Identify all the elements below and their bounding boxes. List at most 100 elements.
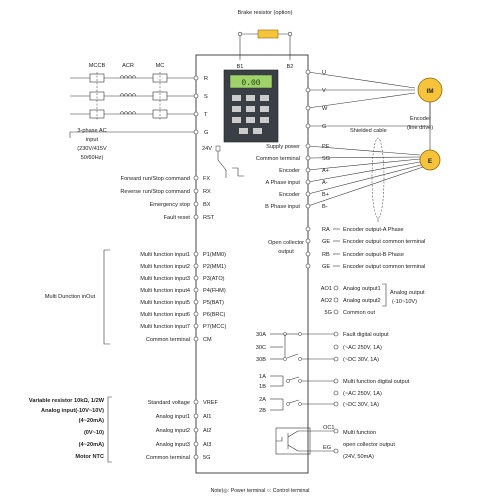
terminal-ao2: AO2	[321, 298, 332, 304]
terminal-rb: RB	[322, 252, 330, 258]
fault-relay	[270, 331, 339, 362]
terminal-2a: 2A	[259, 397, 266, 403]
fault-label2: (~AC 250V, 1A)	[343, 345, 382, 351]
terminal-a-minus: A-	[322, 180, 328, 186]
analog-in-note3: (4~20mA)	[79, 418, 104, 424]
terminal-s: S	[204, 94, 208, 100]
relay-label3: (~DC 30V, 1A)	[343, 402, 379, 408]
terminal-enc-sg: SG	[322, 156, 330, 162]
b2-terminal: B2	[287, 64, 294, 70]
terminal-p1: P1(MM0)	[203, 252, 226, 258]
ac-input-line2: input	[86, 137, 99, 143]
analog-in-note4: (0V~10)	[84, 430, 104, 436]
mi2-label: Multi function input2	[140, 264, 190, 270]
acr-label: ACR	[122, 63, 134, 69]
terminal-b-plus: B+	[322, 192, 329, 198]
terminal-rst: RST	[203, 215, 215, 221]
analog-in-note6: Motor NTC	[75, 454, 104, 460]
motor-output-lines	[305, 69, 431, 129]
terminal-ge1: GE	[322, 239, 330, 245]
footnote: Note)◎: Power terminal ○: Control termin…	[211, 488, 310, 494]
ai1-label: Analog input1	[156, 414, 190, 420]
ao-common-label: Common out	[343, 310, 375, 316]
terminal-r: R	[204, 76, 208, 82]
terminal-pe: PE	[322, 144, 330, 150]
terminal-1b: 1B	[259, 384, 266, 390]
ai3-label: Analog input3	[156, 442, 190, 448]
terminal-30c: 30C	[256, 345, 266, 351]
encoder-lines	[307, 145, 424, 207]
shielded-cable-label: Shielded cable	[350, 128, 387, 134]
terminal-ra: RA	[322, 227, 330, 233]
terminal-ai-5g: 5G	[203, 455, 210, 461]
encoder-label: Encoder	[410, 116, 431, 122]
vref-label: Standard voltage	[148, 400, 190, 406]
enc-b-label: Encoder	[279, 192, 300, 198]
shielded-cable	[371, 137, 385, 219]
enc-a-label: Encoder	[279, 168, 300, 174]
terminal-b-minus: B-	[322, 204, 328, 210]
oc-label2: open collector output	[343, 442, 395, 448]
terminal-ge2: GE	[322, 264, 330, 270]
ai-common-label: Common terminal	[146, 455, 190, 461]
rb-label: Encoder output-B Phase	[343, 252, 404, 258]
encoder-e-label: E	[428, 158, 433, 165]
fault-label3: (~DC 30V, 1A)	[343, 357, 379, 363]
open-collector-tick-lines	[333, 228, 340, 267]
oc-label1: Multi function	[343, 430, 376, 436]
terminal-a-plus: A+	[322, 168, 329, 174]
ac-input-line3: (230V/415V	[77, 146, 107, 152]
open-collector-terminals	[305, 226, 311, 269]
encoder-terminals	[305, 143, 311, 209]
fx-label: Forward run/Stop command	[121, 176, 190, 182]
terminal-2b: 2B	[259, 408, 266, 414]
brake-resistor-label: Brake resistor (option)	[237, 10, 292, 16]
ra-label: Encoder output-A Phase	[343, 227, 404, 233]
mi1-label: Multi function input1	[140, 252, 190, 258]
mi3-label: Multi function input3	[140, 276, 190, 282]
terminal-ai1: AI1	[203, 414, 211, 420]
terminal-cm: CM	[203, 337, 212, 343]
ao2-label: Analog output2	[343, 298, 381, 304]
mc-label: MC	[156, 63, 165, 69]
ac-input-line1: 3-phase AC	[77, 128, 106, 134]
open-collector-label2: output	[278, 249, 294, 255]
analog-in-note1: Variable resistor 10kΩ, 1/2W	[29, 398, 105, 404]
analog-output-terminals	[333, 285, 339, 315]
terminal-30a: 30A	[256, 332, 266, 338]
v24-label: 24V	[202, 146, 212, 152]
oc-label3: (24V, 50mA)	[343, 454, 374, 460]
rst-label: Fault reset	[164, 215, 191, 221]
keypad-buttons	[232, 95, 269, 134]
ao1-label: Analog output1	[343, 286, 381, 292]
relay-label2: (~AC 250V, 1A)	[343, 391, 382, 397]
terminal-p5: P5(BAT)	[203, 300, 224, 306]
run-command-terminals	[193, 175, 199, 220]
terminal-t: T	[204, 112, 208, 118]
terminal-p7: P7(MCC)	[203, 324, 226, 330]
fault-label1: Fault digital output	[343, 332, 389, 338]
terminal-p6: P6(BRC)	[203, 312, 226, 318]
terminal-rx: RX	[203, 189, 211, 195]
terminal-oc1: OC1	[323, 425, 335, 431]
rx-label: Reverse run/Stop command	[120, 189, 190, 195]
ge2-label: Encoder output common terminal	[343, 264, 425, 270]
relay-label1: Multi function digital output	[343, 379, 410, 385]
mi7-label: Multi function input7	[140, 324, 190, 330]
enc-supply-label: Supply power	[266, 144, 300, 150]
bx-label: Emergency stop	[150, 202, 190, 208]
multi-input-terminals	[193, 251, 199, 342]
analog-output-bracket	[382, 283, 387, 307]
terminal-p4: P4(FHM)	[203, 288, 226, 294]
terminal-eg: EG	[323, 445, 331, 451]
analog-in-note2: Analog input(-10V~10V)	[41, 408, 104, 414]
terminal-1a: 1A	[259, 374, 266, 380]
terminal-30b: 30B	[256, 357, 266, 363]
mi4-label: Multi function input4	[140, 288, 190, 294]
terminal-ao-5g: 5G	[325, 310, 332, 316]
mi6-label: Multi function input6	[140, 312, 190, 318]
terminal-p2: P2(MM1)	[203, 264, 226, 270]
enc-common-label: Common terminal	[256, 156, 300, 162]
analog-output-side2: (-10~10V)	[392, 299, 417, 305]
